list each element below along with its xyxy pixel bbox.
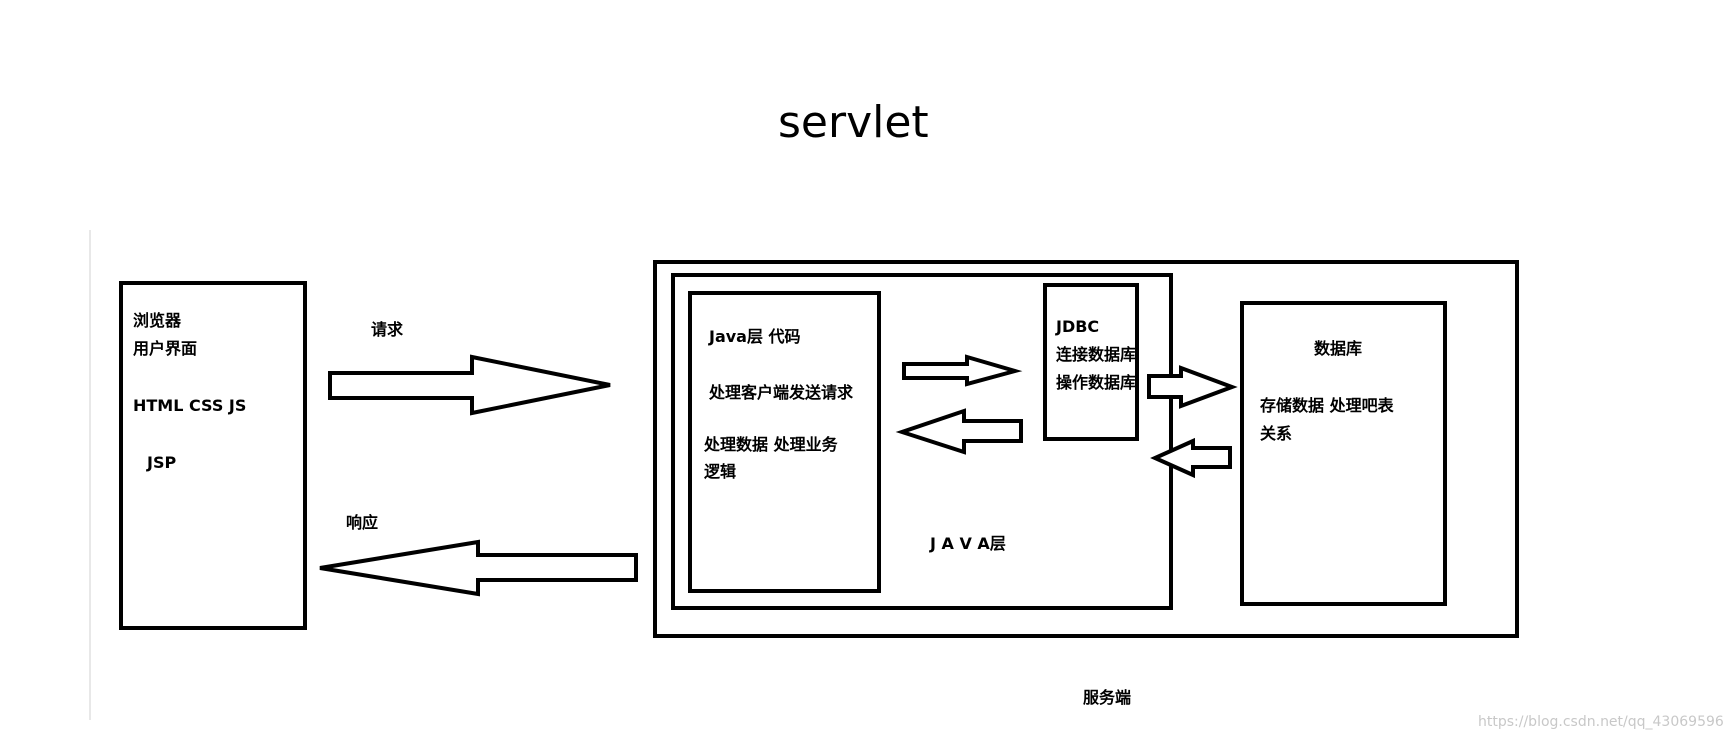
jdbc-heading: JDBC (1056, 317, 1100, 336)
server-label: 服务端 (1083, 688, 1132, 707)
java-code-line-handle-request: 处理客户端发送请求 (709, 383, 854, 402)
database-line-storage: 存储数据 处理吧表 (1260, 396, 1394, 415)
database-line-relation: 关系 (1260, 424, 1293, 443)
client-line-browser: 浏览器 (133, 311, 182, 330)
page-title: servlet (778, 97, 929, 148)
java-code-heading: Java层 代码 (709, 327, 801, 346)
java-layer-box (671, 273, 1173, 610)
java-to-jdbc-arrow (902, 354, 1023, 387)
database-box (1240, 301, 1447, 606)
database-heading: 数据库 (1314, 339, 1363, 358)
jdbc-to-java-arrow (895, 408, 1023, 455)
response-label: 响应 (346, 513, 379, 532)
client-line-user-interface: 用户界面 (133, 339, 198, 358)
client-line-html-css-js: HTML CSS JS (133, 396, 247, 415)
request-arrow (328, 354, 611, 416)
jdbc-box (1043, 283, 1139, 441)
request-label: 请求 (371, 320, 404, 339)
client-line-jsp: JSP (147, 453, 177, 472)
server-box (653, 260, 1519, 638)
watermark-text: https://blog.csdn.net/qq_43069596 (1478, 714, 1724, 730)
response-arrow (319, 539, 638, 597)
java-code-box (688, 291, 881, 593)
jdbc-to-database-arrow (1147, 365, 1238, 409)
jdbc-line-operate: 操作数据库 (1056, 373, 1137, 392)
database-to-jdbc-arrow (1150, 437, 1232, 479)
jdbc-line-connect: 连接数据库 (1056, 345, 1137, 364)
java-code-line-logic: 逻辑 (704, 462, 737, 481)
java-code-line-handle-data: 处理数据 处理业务 (704, 435, 838, 454)
java-layer-label: J A V A层 (930, 534, 1006, 553)
client-box (119, 281, 307, 630)
